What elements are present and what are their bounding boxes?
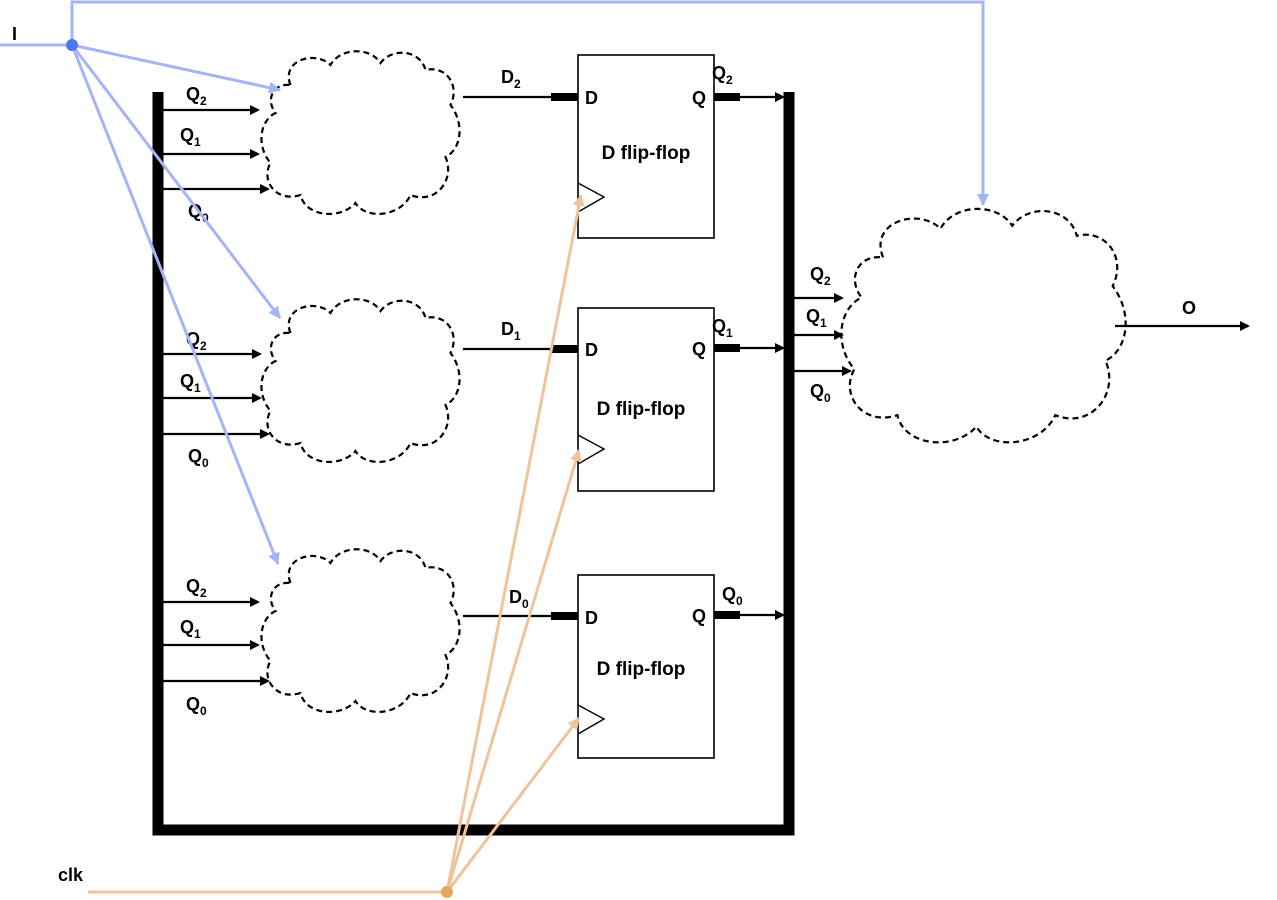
clock-input-triangle xyxy=(577,434,606,465)
label-q2: Q2 xyxy=(810,264,831,288)
label-q0: Q0 xyxy=(186,694,207,718)
feedback-bus xyxy=(152,92,795,836)
next-state-logic-cloud-2 xyxy=(260,50,461,216)
clock-label: clk xyxy=(58,865,84,885)
q2-label: Q2 xyxy=(712,63,733,87)
label-q0: Q0 xyxy=(188,446,209,470)
flip-flop-1: D Q D flip-flop D1 Q1 xyxy=(463,307,785,492)
q0-label: Q0 xyxy=(722,584,743,608)
d2-label: D2 xyxy=(501,67,521,91)
output-logic-cloud xyxy=(840,207,1127,445)
flip-flop-2: D Q D flip-flop D2 Q2 xyxy=(463,54,785,239)
d-pin-label: D xyxy=(585,340,598,360)
cloud-1-input-wires xyxy=(163,349,270,439)
cloud-0-input-wires xyxy=(163,597,270,686)
input-wires xyxy=(0,0,989,565)
next-state-logic-cloud-1 xyxy=(260,298,461,464)
output-label: O xyxy=(1182,298,1196,318)
clock-input-triangle xyxy=(577,704,606,735)
q-pin-label: Q xyxy=(692,606,706,626)
cloud-2-input-wires xyxy=(163,105,270,194)
label-q0: Q0 xyxy=(810,381,831,405)
clock-junction-dot xyxy=(441,886,453,898)
label-q1: Q1 xyxy=(180,125,201,149)
flip-flop-title: D flip-flop xyxy=(597,659,686,680)
d-pin-label: D xyxy=(585,608,598,628)
label-q2: Q2 xyxy=(186,84,207,108)
cloud-1-input-labels: Q2 Q1 Q0 xyxy=(180,329,209,470)
output-logic-input-wires: Q2 Q1 Q0 xyxy=(794,264,852,405)
d1-label: D1 xyxy=(501,319,521,343)
input-junction-dot xyxy=(66,39,78,51)
flip-flop-title: D flip-flop xyxy=(602,143,691,164)
d-pin-label: D xyxy=(585,88,598,108)
clock-wires xyxy=(88,194,585,898)
flip-flop-title: D flip-flop xyxy=(597,399,686,420)
label-q1: Q1 xyxy=(180,617,201,641)
flip-flop-0: D Q D flip-flop D0 Q0 xyxy=(463,574,785,759)
label-q1: Q1 xyxy=(180,371,201,395)
label-q1: Q1 xyxy=(806,306,827,330)
q-pin-label: Q xyxy=(692,88,706,108)
q-pin-label: Q xyxy=(692,339,706,359)
clock-input-triangle xyxy=(577,182,606,213)
cloud-0-input-labels: Q2 Q1 Q0 xyxy=(180,576,207,718)
input-label: I xyxy=(12,24,17,44)
d0-label: D0 xyxy=(509,587,529,611)
label-q2: Q2 xyxy=(186,576,207,600)
next-state-logic-cloud-0 xyxy=(260,548,461,714)
q1-label: Q1 xyxy=(712,316,733,340)
cloud-2-input-labels: Q2 Q1 Q0 xyxy=(180,84,209,225)
